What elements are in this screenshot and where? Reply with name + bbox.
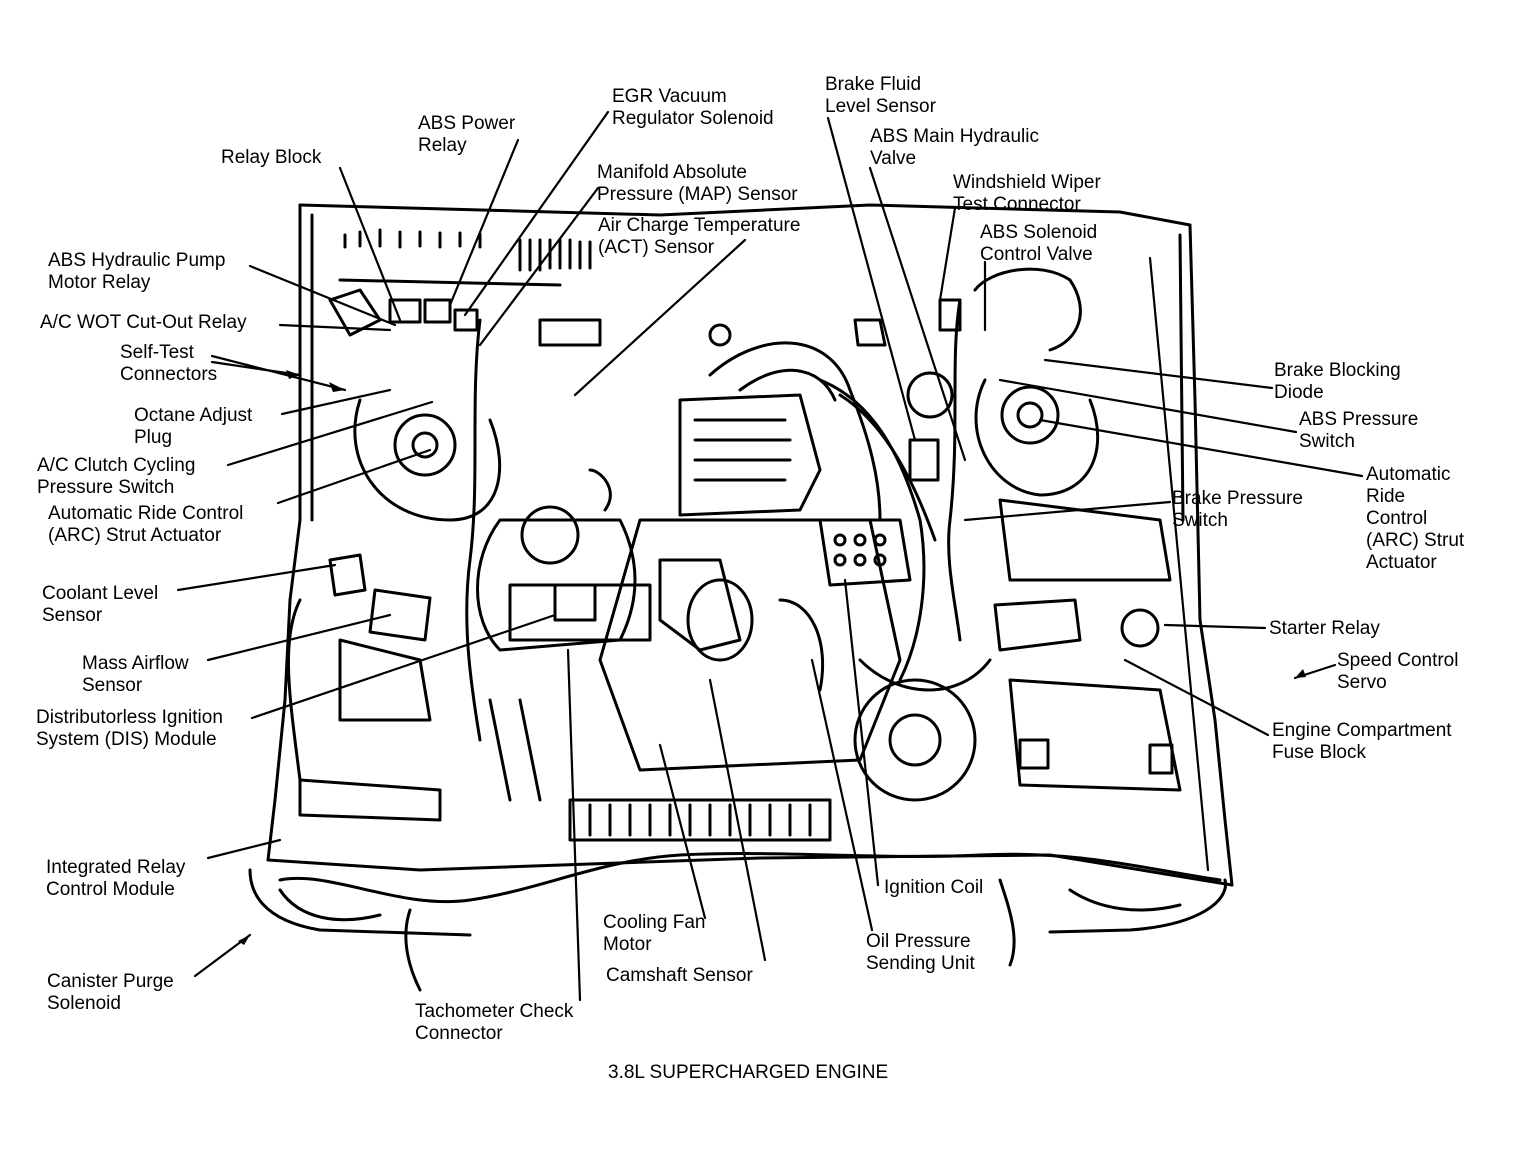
leader-line	[248, 264, 397, 327]
label-canister-purge-solenoid: Canister Purge Solenoid	[47, 971, 174, 1014]
label-abs-pressure-switch: ABS Pressure Switch	[1299, 409, 1419, 452]
label-ac-wot-cutout-relay: A/C WOT Cut-Out Relay	[40, 312, 247, 333]
label-oil-pressure-sending-unit: Oil Pressure Sending Unit	[866, 931, 975, 974]
label-mass-airflow-sensor: Mass Airflow Sensor	[82, 653, 189, 696]
label-ac-clutch-cycling-pressure-switch: A/C Clutch Cycling Pressure Switch	[37, 455, 196, 498]
label-self-test-connectors: Self-Test Connectors	[120, 342, 218, 385]
label-coolant-level-sensor: Coolant Level Sensor	[42, 583, 159, 626]
label-ignition-coil: Ignition Coil	[884, 877, 984, 898]
label-act-sensor: Air Charge Temperature (ACT) Sensor	[598, 215, 801, 258]
leader-line	[206, 613, 392, 662]
leader-line	[708, 678, 767, 962]
cowl-vents	[338, 228, 592, 287]
label-brake-fluid-level-sensor: Brake Fluid Level Sensor	[825, 74, 936, 117]
leader-line	[1163, 623, 1267, 630]
label-camshaft-sensor: Camshaft Sensor	[606, 965, 753, 986]
label-abs-main-hydraulic-valve: ABS Main Hydraulic Valve	[870, 126, 1039, 169]
label-brake-blocking-diode: Brake Blocking Diode	[1274, 360, 1401, 403]
leader-line	[1043, 358, 1274, 390]
leader-line	[566, 648, 582, 1002]
leader-line	[206, 838, 282, 860]
label-relay-block: Relay Block	[221, 147, 322, 168]
label-arc-strut-actuator-left: Automatic Ride Control (ARC) Strut Actua…	[48, 503, 244, 546]
diagram-caption: 3.8L SUPERCHARGED ENGINE	[608, 1062, 889, 1083]
leader-line	[278, 323, 392, 332]
air-intake	[476, 468, 652, 652]
leader-line	[938, 206, 957, 302]
leader-line	[276, 448, 432, 505]
leader-line	[176, 563, 337, 592]
label-starter-relay: Starter Relay	[1269, 618, 1380, 639]
label-egr-vacuum-regulator-solenoid: EGR Vacuum Regulator Solenoid	[612, 86, 774, 129]
label-dis-module: Distributorless Ignition System (DIS) Mo…	[36, 707, 223, 750]
leader-line	[998, 378, 1298, 434]
left-components	[286, 553, 442, 822]
radiator	[278, 698, 1182, 922]
leader-lines	[176, 110, 1364, 1002]
leader-line	[963, 500, 1172, 522]
leader-line	[573, 238, 747, 397]
leader-line	[463, 110, 610, 317]
leader-line	[868, 166, 967, 462]
right-components	[973, 267, 1182, 792]
label-octane-adjust-plug: Octane Adjust Plug	[134, 405, 253, 448]
label-cooling-fan-motor: Cooling Fan Motor	[603, 912, 706, 955]
strut-towers	[353, 371, 1100, 522]
label-brake-pressure-switch: Brake Pressure Switch	[1172, 488, 1303, 531]
leader-line	[810, 658, 874, 932]
leader-line	[210, 360, 302, 377]
label-abs-power-relay: ABS Power Relay	[418, 113, 516, 156]
label-tachometer-check-connector: Tachometer Check Connector	[415, 1001, 574, 1044]
leader-line	[478, 186, 600, 347]
leader-line	[250, 613, 557, 720]
leader-line	[658, 743, 707, 920]
label-engine-compartment-fuse-block: Engine Compartment Fuse Block	[1272, 720, 1452, 763]
leader-line	[280, 388, 392, 416]
leader-line	[843, 578, 880, 887]
label-map-sensor: Manifold Absolute Pressure (MAP) Sensor	[597, 162, 798, 205]
label-arc-strut-actuator-right: Automatic Ride Control (ARC) Strut Actua…	[1366, 464, 1465, 573]
leader-line	[1123, 658, 1270, 737]
engine-block	[598, 341, 992, 802]
arrow-heads	[238, 370, 1306, 945]
label-speed-control-servo: Speed Control Servo	[1337, 650, 1459, 693]
label-integrated-relay-control-module: Integrated Relay Control Module	[46, 857, 186, 900]
label-windshield-wiper-test-connector: Windshield Wiper Test Connector	[953, 172, 1101, 215]
leader-line	[448, 138, 520, 307]
label-abs-hydraulic-pump-motor-relay: ABS Hydraulic Pump Motor Relay	[48, 250, 226, 293]
leader-line	[826, 116, 917, 442]
leader-line	[338, 166, 402, 322]
leader-line	[226, 400, 434, 467]
leader-line	[1038, 418, 1364, 478]
label-abs-solenoid-control-valve: ABS Solenoid Control Valve	[980, 222, 1098, 265]
leader-line	[210, 354, 347, 392]
wiring-harness	[278, 298, 1222, 992]
leader-line	[1148, 256, 1210, 872]
